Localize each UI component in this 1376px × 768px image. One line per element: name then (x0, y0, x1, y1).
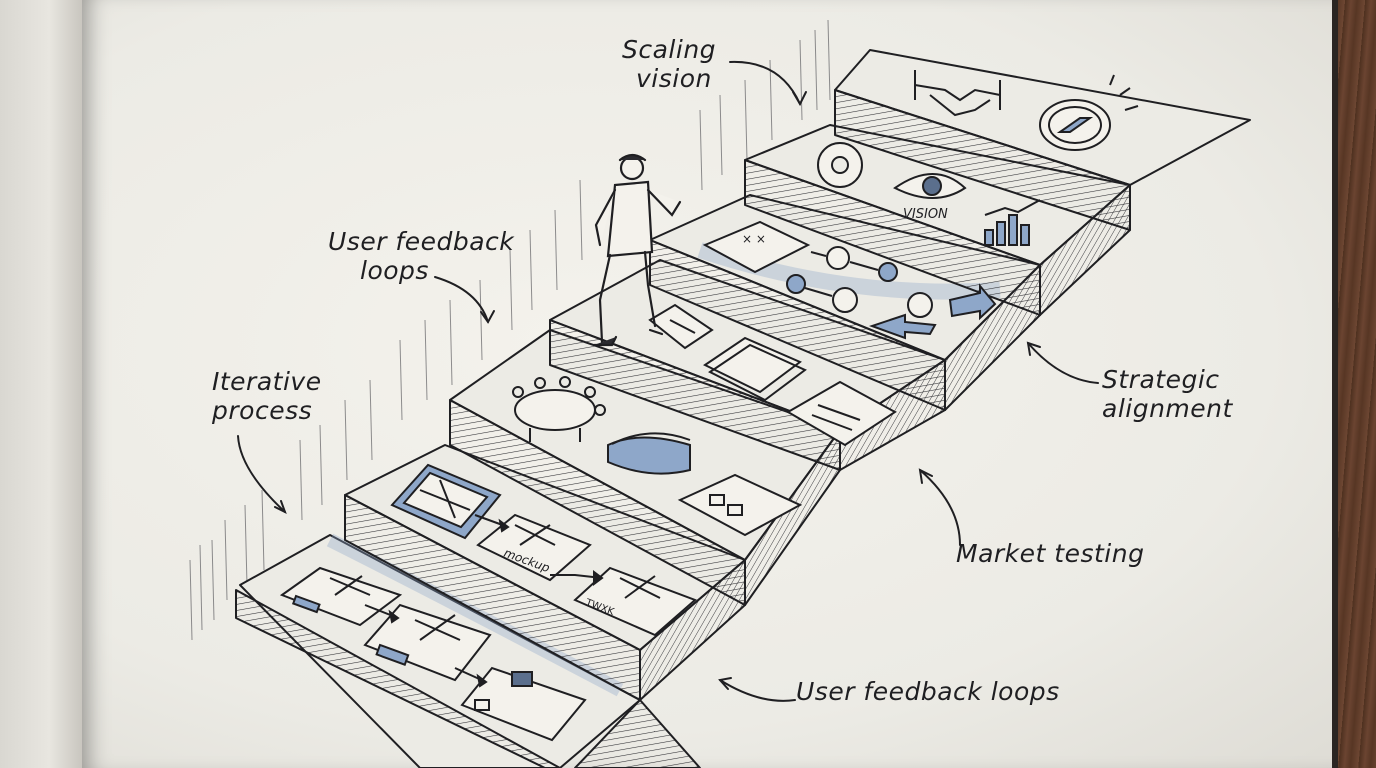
bar-chart-icon (984, 199, 1041, 246)
clipboard-icon (703, 336, 807, 402)
label-strategic-line1: Strategic (1102, 365, 1220, 394)
label-scaling-vision: Scaling vision (622, 35, 717, 94)
vision-caption: VISION (903, 207, 948, 222)
label-user-feedback-lower: User feedback loops (796, 677, 1060, 706)
strategy-board-icon: × × (702, 220, 811, 274)
label-user-feedback-upper: User feedback loops (328, 227, 515, 286)
label-user-feedback-upper-line1: User feedback (328, 227, 515, 256)
form-icon (786, 380, 897, 447)
label-scaling-line2: vision (636, 63, 712, 93)
eye-icon (893, 173, 967, 199)
label-iterative-line2: process (212, 395, 313, 425)
climbing-figure (592, 153, 682, 347)
label-iterative-line1: Iterative (212, 367, 322, 396)
meeting-table-icon (512, 376, 606, 442)
compass-icon (1039, 74, 1139, 151)
workflow-icon (786, 246, 898, 313)
document-icon (648, 303, 714, 350)
arrows-icon (868, 283, 997, 340)
label-strategic-alignment: Strategic alignment (1102, 365, 1233, 424)
vr-headset-icon (607, 432, 691, 475)
notebook-cover-edge (1332, 0, 1338, 768)
annotation-arrows (237, 60, 1099, 702)
hatching-strokes (189, 19, 831, 641)
label-scaling-line1: Scaling (622, 35, 717, 64)
label-market-testing: Market testing (956, 539, 1145, 568)
wireframe-icon (279, 566, 403, 627)
label-strategic-line2: alignment (1102, 393, 1233, 423)
flow-arrows (364, 514, 604, 688)
webpage-icon (677, 473, 803, 537)
handshake-icon (914, 70, 1001, 117)
label-user-feedback-upper-line2: loops (360, 255, 429, 285)
tablet-icon (390, 463, 502, 540)
wireframe-icon (363, 603, 492, 682)
notebook-left-page (0, 0, 82, 768)
gear-icon (817, 142, 863, 188)
label-iterative-process: Iterative process (212, 367, 322, 426)
svg-text:× ×: × × (742, 232, 766, 246)
